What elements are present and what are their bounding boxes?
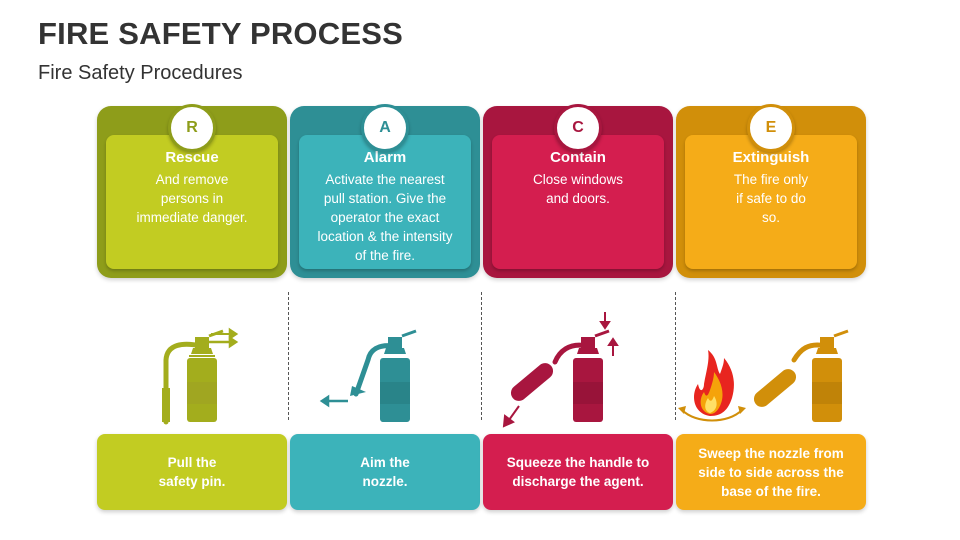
step-description-alarm: Activate the nearest pull station. Give … [317,172,453,263]
step-description-extinguish: The fire only if safe to do so. [733,172,809,225]
step-card-inner-rescue: Rescue And remove persons in immediate d… [106,135,278,269]
extinguisher-squeeze-handle-icon [502,312,619,428]
divider-3 [675,292,676,420]
action-box-pull-pin: Pull the safety pin. [97,434,287,510]
step-card-alarm: A Alarm Activate the nearest pull statio… [290,104,480,278]
action-box-aim-nozzle: Aim the nozzle. [290,434,480,510]
divider-1 [288,292,289,420]
step-card-inner-alarm: Alarm Activate the nearest pull station.… [299,135,471,269]
step-card-rescue: R Rescue And remove persons in immediate… [97,104,287,278]
step-badge-r: R [168,104,216,152]
page-title: FIRE SAFETY PROCESS [38,16,403,51]
step-badge-a: A [361,104,409,152]
step-card-contain: C Contain Close windows and doors. [483,104,673,278]
page-subtitle: Fire Safety Procedures [38,62,243,84]
step-card-inner-contain: Contain Close windows and doors. [492,135,664,269]
step-card-extinguish: E Extinguish The fire only if safe to do… [676,104,866,278]
step-badge-c: C [554,104,602,152]
step-heading-extinguish: Extinguish [732,149,810,166]
step-description-rescue: And remove persons in immediate danger. [136,172,248,225]
step-description-contain: Close windows and doors. [532,172,624,206]
extinguisher-sweep-fire-icon [678,329,849,422]
divider-2 [481,292,482,420]
action-box-squeeze-handle: Squeeze the handle to discharge the agen… [483,434,673,510]
step-heading-alarm: Alarm [363,149,407,166]
action-box-sweep: Sweep the nozzle from side to side acros… [676,434,866,510]
extinguisher-aim-nozzle-icon [319,329,417,422]
step-heading-contain: Contain [550,149,606,166]
step-heading-rescue: Rescue [165,149,219,166]
step-badge-e: E [747,104,795,152]
step-card-inner-extinguish: Extinguish The fire only if safe to do s… [685,135,857,269]
extinguisher-pull-pin-icon [162,327,239,425]
